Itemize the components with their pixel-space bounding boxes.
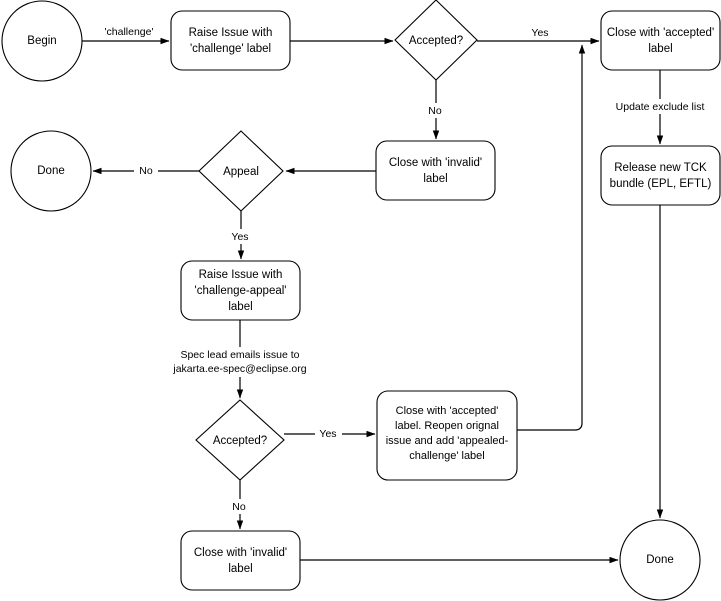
node-close-accepted[interactable]: Close with 'accepted' label [600,10,721,71]
edge-label-challenge: 'challenge' [100,23,158,39]
node-raise-appeal[interactable]: Raise Issue with 'challenge-appeal' labe… [180,260,301,321]
node-close-accepted-line1: Close with 'accepted' [607,27,714,39]
node-raise-appeal-line2: 'challenge-appeal' [195,285,287,297]
node-close-accepted-line2: label [648,43,672,55]
node-appeal-decision[interactable]: Appeal [198,130,284,212]
edge-label-accepted1-no: No [423,103,447,118]
node-release-tck-line1: Release new TCK [614,162,707,174]
node-reopen-line3: issue and add 'appealed- [386,435,509,447]
node-reopen-line2: label. Reopen orignal [395,420,499,432]
svg-text:Yes: Yes [231,231,248,243]
node-accepted-1-label: Accepted? [409,35,463,47]
svg-text:Spec lead emails issue to: Spec lead emails issue to [180,349,299,361]
svg-text:jakarta.ee-spec@eclipse.org: jakarta.ee-spec@eclipse.org [172,363,306,375]
node-raise-appeal-line1: Raise Issue with [199,269,283,281]
node-accepted-2-label: Accepted? [213,435,267,447]
node-raise-challenge[interactable]: Raise Issue with 'challenge' label [170,10,291,71]
edge-label-spec-lead-emails: Spec lead emails issue to jakarta.ee-spe… [160,347,320,377]
svg-text:No: No [428,105,442,117]
node-raise-appeal-line3: label [228,301,252,313]
node-done-right-label: Done [646,554,674,566]
node-close-invalid-2-line2: label [228,563,252,575]
svg-text:No: No [139,165,153,177]
node-close-invalid-2[interactable]: Close with 'invalid' label [180,530,301,591]
node-accepted-decision-1[interactable]: Accepted? [394,0,478,81]
edge-label-appeal-yes: Yes [227,229,254,244]
svg-text:Yes: Yes [319,428,336,440]
node-begin-label: Begin [27,35,56,47]
edge-label-accepted2-no: No [227,499,251,514]
node-close-invalid-2-line1: Close with 'invalid' [194,547,287,559]
svg-text:'challenge': 'challenge' [105,26,154,38]
edge-label-update-exclude-list: Update exclude list [608,99,713,114]
node-done-right[interactable]: Done [619,519,701,601]
node-done-left-label: Done [37,165,65,177]
svg-text:Yes: Yes [531,27,548,39]
node-close-invalid-1-line1: Close with 'invalid' [389,157,482,169]
node-close-invalid-1[interactable]: Close with 'invalid' label [375,140,496,201]
edge-reopen-to-close-accepted [517,44,586,431]
node-accepted-decision-2[interactable]: Accepted? [195,399,285,481]
node-reopen-line4: challenge' label [409,450,485,462]
node-release-tck[interactable]: Release new TCK bundle (EPL, EFTL) [600,145,721,206]
svg-text:Update exclude list: Update exclude list [616,101,705,113]
edges-layer [82,37,664,564]
node-begin[interactable]: Begin [1,0,83,82]
node-raise-challenge-line2: 'challenge' label [190,43,271,55]
node-release-tck-line2: bundle (EPL, EFTL) [610,178,712,190]
node-close-invalid-1-line2: label [423,173,447,185]
edge-labels-layer: 'challenge' Yes No Update exclude list N… [100,23,713,514]
edge-label-accepted2-yes: Yes [315,426,342,441]
node-raise-challenge-line1: Raise Issue with [189,27,273,39]
edge-label-appeal-no: No [134,163,158,178]
node-reopen-line1: Close with 'accepted' [396,405,499,417]
node-done-left[interactable]: Done [10,130,92,212]
svg-text:No: No [232,501,246,513]
node-close-accepted-reopen[interactable]: Close with 'accepted' label. Reopen orig… [376,390,518,481]
node-appeal-label: Appeal [223,166,259,178]
edge-label-accepted1-yes: Yes [527,25,553,40]
